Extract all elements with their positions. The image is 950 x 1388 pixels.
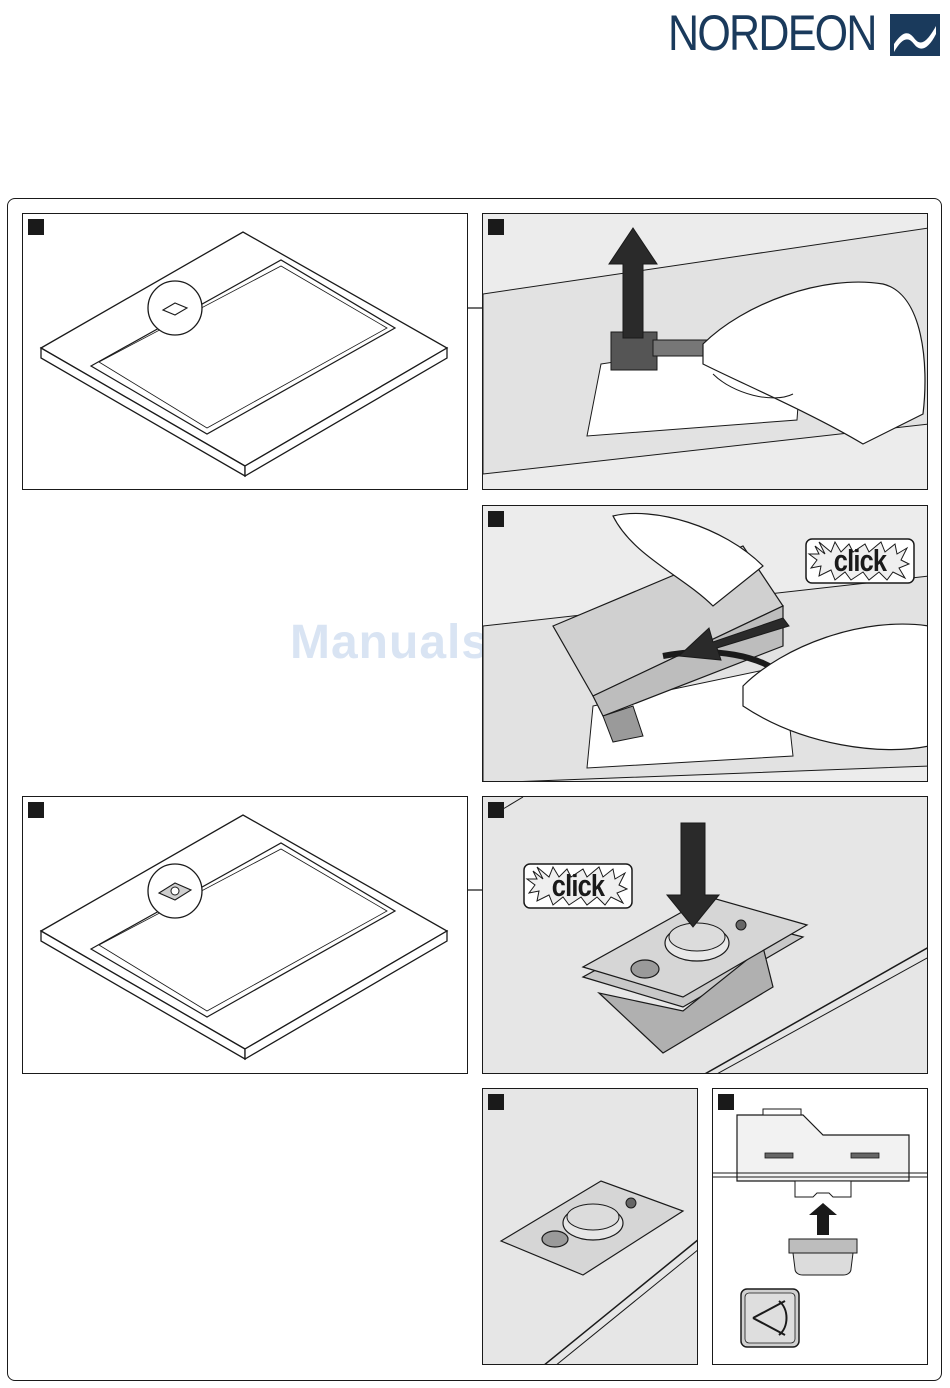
step-3-panel: click (482, 505, 928, 782)
luminaire-illustration (23, 214, 468, 490)
step-6-panel (482, 1088, 698, 1365)
adapter-installed-illustration (483, 1089, 698, 1365)
step-7-panel (712, 1088, 928, 1365)
nordeon-wave-icon (890, 14, 940, 56)
adapter-press-illustration (483, 797, 928, 1074)
click-badge: click (805, 538, 915, 584)
cap-insert-illustration (713, 1089, 928, 1365)
click-label-2: click (533, 863, 623, 909)
click-label: click (815, 538, 905, 584)
step-4-panel (22, 796, 468, 1074)
viewing-angle-icon (741, 1289, 799, 1347)
step-5-panel: click (482, 796, 928, 1074)
click-badge-2: click (523, 863, 633, 909)
connector-unplug-illustration (483, 214, 928, 490)
step-1-panel (22, 213, 468, 490)
luminaire-adapter-illustration (23, 797, 468, 1074)
step-2-panel (482, 213, 928, 490)
brand-logo: NORDEON (668, 8, 944, 58)
brand-name: NORDEON (668, 8, 876, 58)
arrow-up-icon (809, 1203, 837, 1235)
